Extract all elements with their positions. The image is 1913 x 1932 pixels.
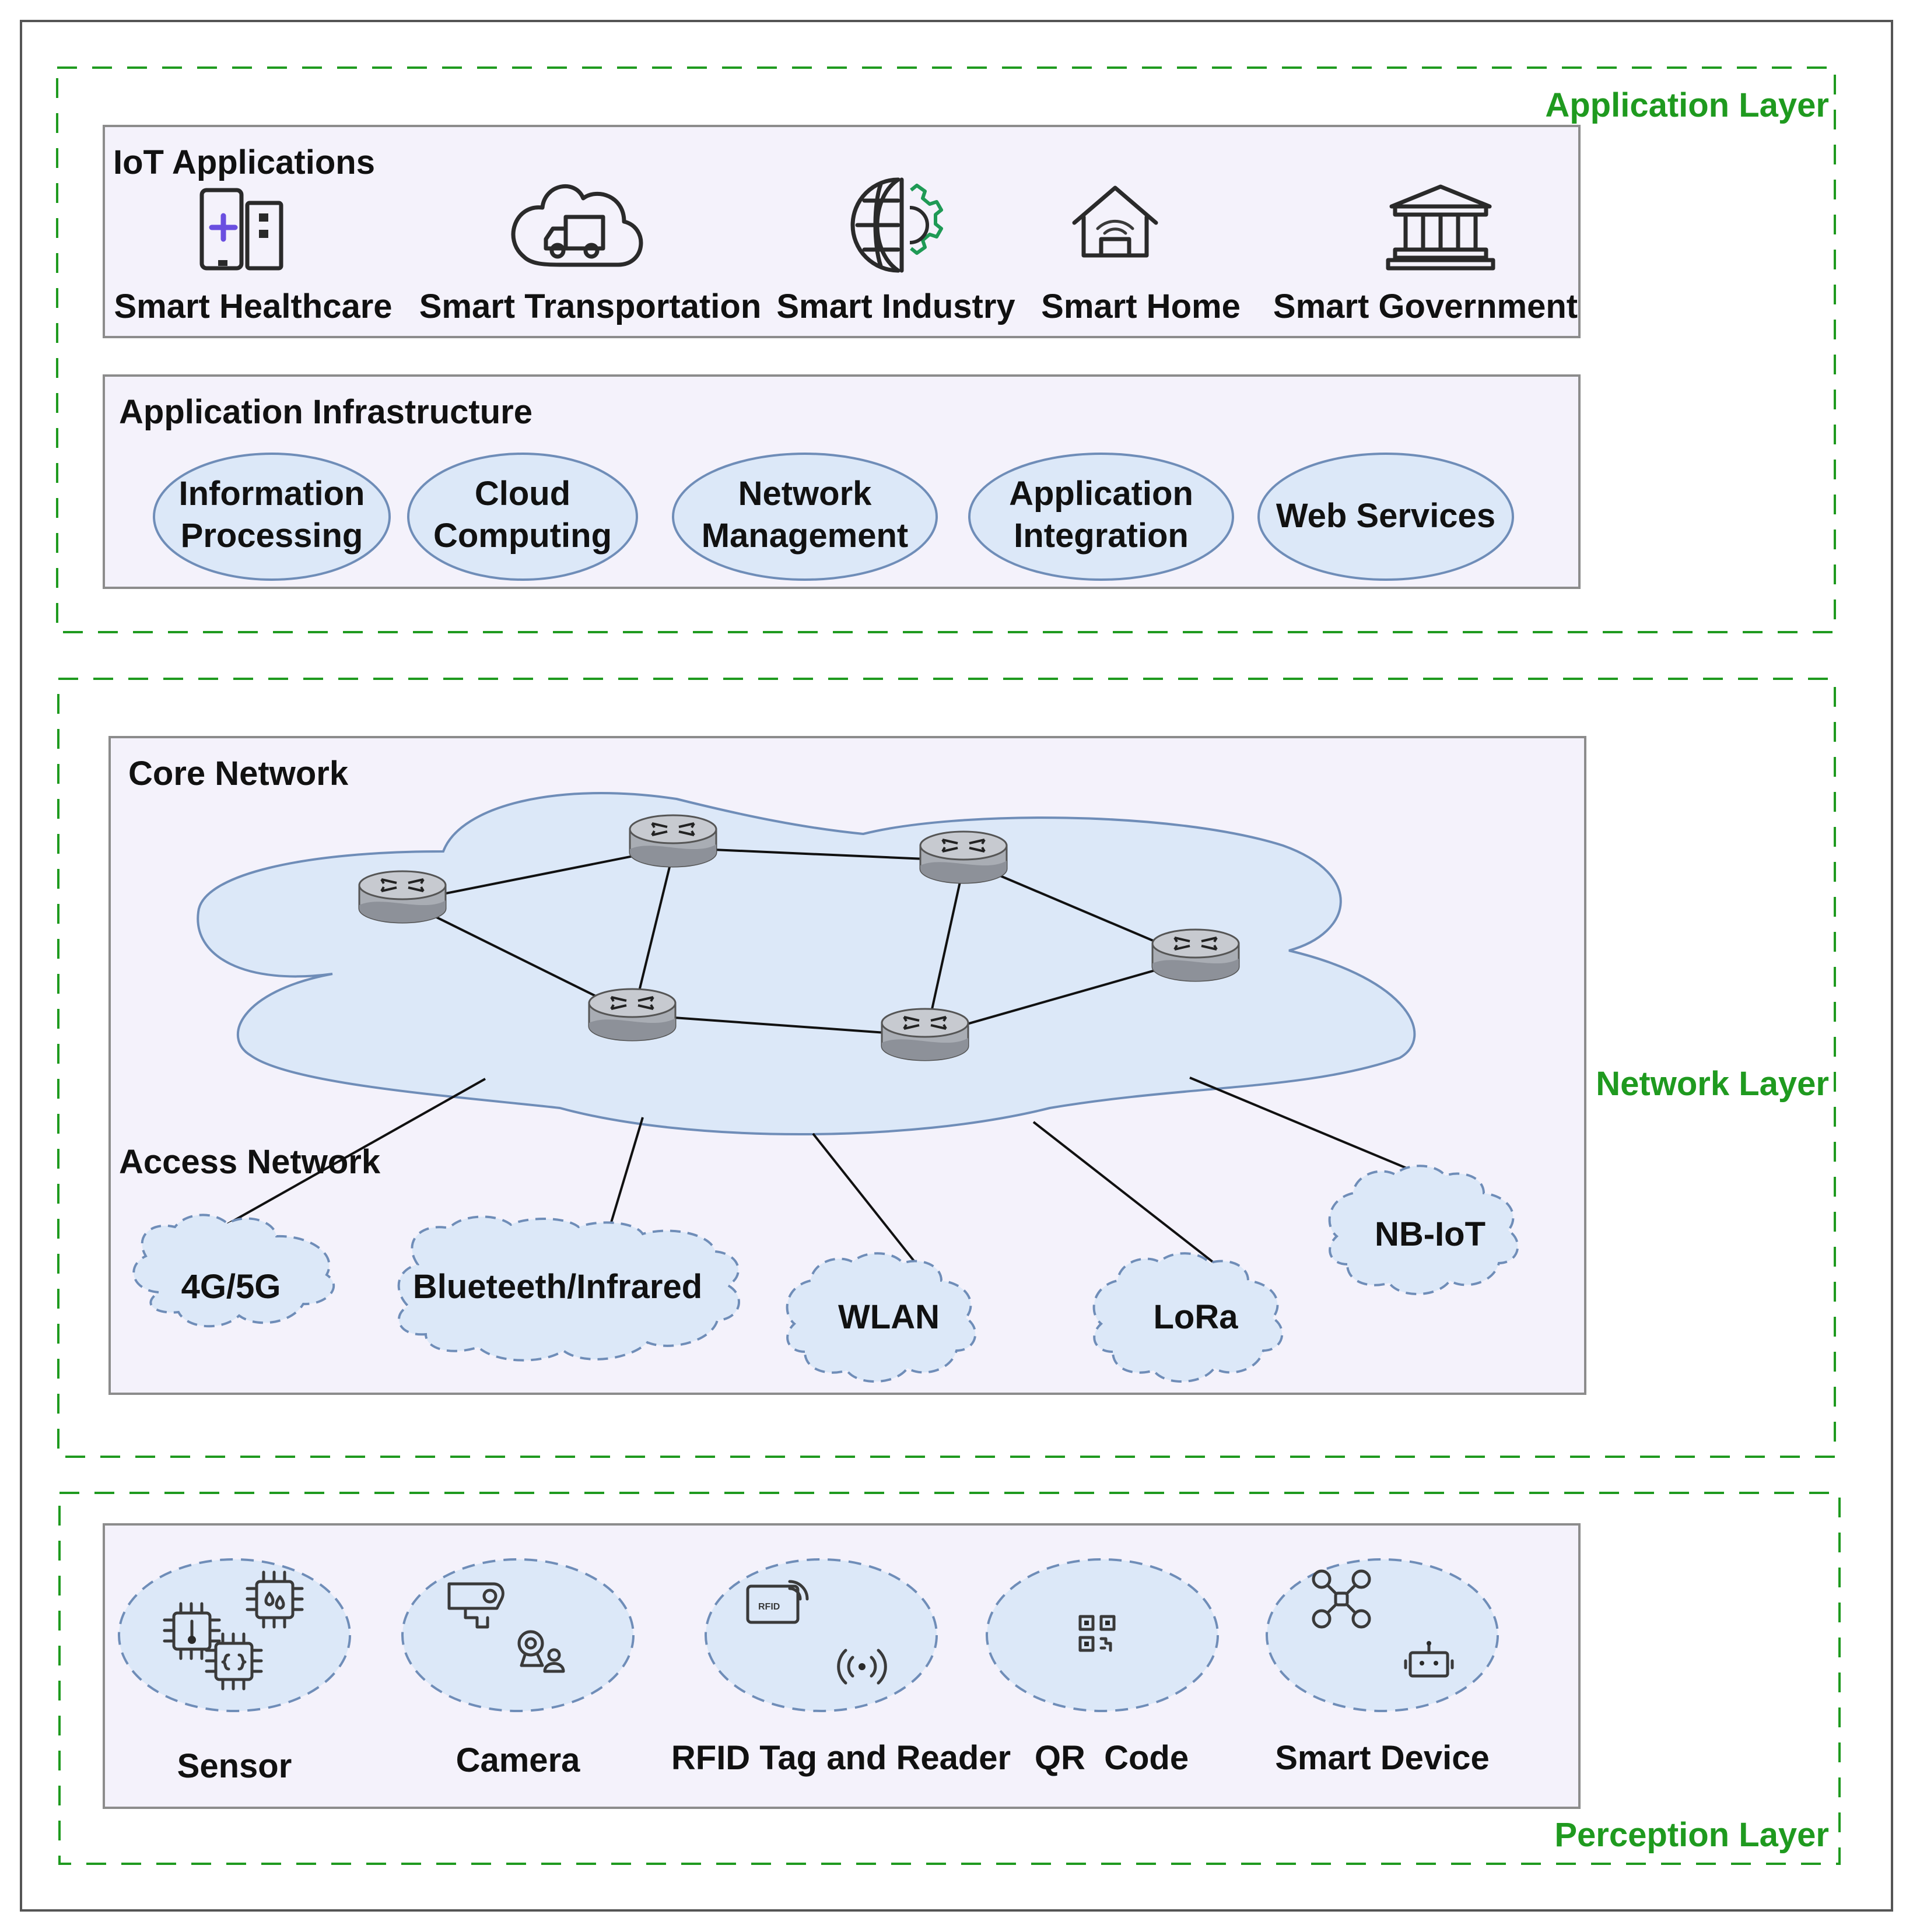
infra-item-network-management: Network Management bbox=[672, 453, 938, 581]
access-node-4g-5g: 4G/5G bbox=[132, 1214, 335, 1328]
perception-oval-camera bbox=[401, 1558, 635, 1712]
core-link bbox=[633, 1014, 927, 1037]
infra-label-line2: Processing bbox=[181, 517, 363, 555]
rfid-icon: RFID bbox=[746, 1580, 887, 1685]
application-infrastructure-title: Application Infrastructure bbox=[119, 393, 532, 431]
access-node-lora: LoRa bbox=[1092, 1252, 1284, 1383]
iot-app-label-smart-healthcare: Smart Healthcare bbox=[114, 287, 392, 325]
infra-item-web-services: Web Services bbox=[1257, 453, 1514, 581]
router-icon bbox=[629, 814, 717, 868]
iot-applications-panel bbox=[103, 125, 1581, 338]
core-network-cloud bbox=[197, 792, 1416, 1135]
perception-label-qr-code: QR Code bbox=[1035, 1739, 1189, 1777]
network-layer-frame bbox=[57, 678, 1836, 1458]
router-icon bbox=[1151, 928, 1240, 982]
infra-label-line1: Network bbox=[738, 475, 873, 513]
router-icon bbox=[919, 830, 1008, 884]
core-link bbox=[674, 847, 965, 862]
access-link bbox=[1032, 1121, 1226, 1272]
infra-item-application-integration: Application Integration bbox=[968, 453, 1234, 581]
access-link bbox=[209, 1078, 486, 1235]
perception-layer-label: Perception Layer bbox=[1554, 1816, 1829, 1854]
infra-label-line2: Management bbox=[702, 517, 909, 555]
camera-icon bbox=[447, 1582, 565, 1673]
access-node-label: WLAN bbox=[838, 1298, 940, 1336]
access-node-nb-iot: NB-IoT bbox=[1328, 1165, 1519, 1295]
perception-layer-frame bbox=[58, 1492, 1841, 1865]
perception-label-rfid: RFID Tag and Reader bbox=[671, 1739, 1011, 1777]
outer-frame bbox=[20, 20, 1893, 1912]
house-wifi-icon bbox=[1072, 185, 1158, 258]
access-node-wlan: WLAN bbox=[786, 1252, 977, 1383]
infra-label-line1: Web Services bbox=[1276, 497, 1495, 535]
government-building-icon bbox=[1386, 184, 1495, 271]
iot-applications-title: IoT Applications bbox=[113, 143, 375, 181]
network-layer-label: Network Layer bbox=[1596, 1065, 1829, 1103]
perception-label-smart-device: Smart Device bbox=[1275, 1739, 1490, 1777]
access-network-title: Access Network bbox=[119, 1143, 381, 1181]
access-node-label: 4G/5G bbox=[181, 1268, 281, 1306]
infra-label-line2: Integration bbox=[1014, 517, 1189, 555]
qr-code-icon bbox=[1078, 1615, 1116, 1652]
access-link bbox=[812, 1132, 922, 1270]
router-icon bbox=[588, 988, 677, 1042]
core-link bbox=[925, 860, 966, 1036]
globe-gear-icon bbox=[850, 177, 943, 273]
infra-label-line2: Computing bbox=[433, 517, 612, 555]
router-icon bbox=[358, 870, 447, 924]
svg-text:RFID: RFID bbox=[758, 1602, 780, 1612]
iot-app-label-smart-government: Smart Government bbox=[1273, 287, 1578, 325]
core-link bbox=[404, 847, 675, 903]
perception-label-sensor: Sensor bbox=[177, 1747, 292, 1785]
infra-label-line1: Application bbox=[1009, 475, 1193, 513]
perception-label-camera: Camera bbox=[456, 1741, 581, 1779]
core-network-title: Core Network bbox=[128, 755, 349, 793]
iot-app-label-smart-industry: Smart Industry bbox=[776, 287, 1015, 325]
iot-app-label-smart-transportation: Smart Transportation bbox=[419, 287, 762, 325]
application-layer-label: Application Layer bbox=[1545, 86, 1829, 124]
access-node-bluetooth-infrared: Blueteeth/Infrared bbox=[397, 1215, 740, 1362]
perception-oval-smart-device bbox=[1266, 1558, 1499, 1712]
phone-medical-icon bbox=[199, 188, 283, 271]
cloud-truck-icon bbox=[511, 184, 643, 267]
perception-oval-qr bbox=[986, 1558, 1219, 1712]
infra-item-cloud-computing: Cloud Computing bbox=[407, 453, 638, 581]
access-node-label: LoRa bbox=[1154, 1298, 1239, 1336]
router-icon bbox=[881, 1008, 969, 1061]
infra-item-information-processing: Information Processing bbox=[153, 453, 391, 581]
application-layer-frame bbox=[56, 66, 1836, 633]
infra-label-line1: Cloud bbox=[475, 475, 570, 513]
sensor-chips-icon bbox=[163, 1570, 304, 1691]
iot-app-label-smart-home: Smart Home bbox=[1041, 287, 1241, 325]
perception-oval-rfid bbox=[705, 1558, 938, 1712]
infra-label-line1: Information bbox=[179, 475, 365, 513]
access-node-label: NB-IoT bbox=[1375, 1215, 1485, 1253]
access-node-label: Blueteeth/Infrared bbox=[413, 1268, 702, 1306]
drone-robot-icon bbox=[1312, 1569, 1454, 1678]
access-link bbox=[607, 1117, 644, 1235]
core-link bbox=[632, 847, 675, 1015]
core-link bbox=[926, 958, 1196, 1037]
